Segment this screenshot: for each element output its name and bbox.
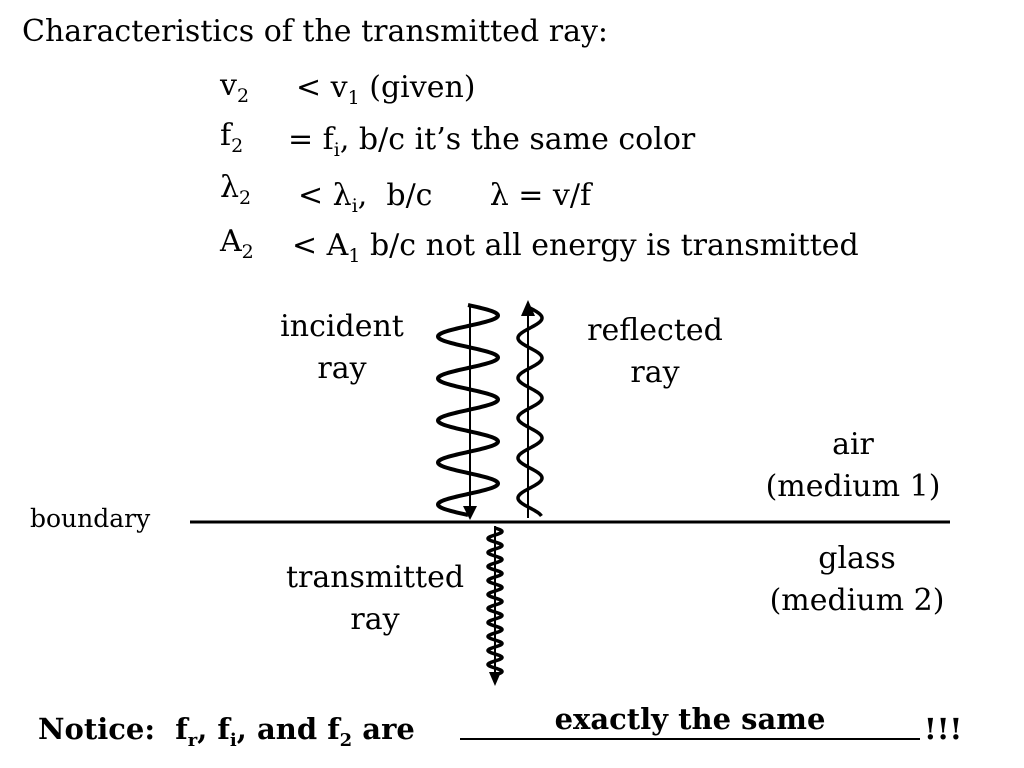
- reflected-arrowhead-icon: [521, 300, 535, 316]
- symbol-v2: v2: [220, 68, 250, 107]
- reflected-wave: [516, 306, 544, 517]
- relation-a2: < A1 b/c not all energy is transmitted: [292, 228, 859, 267]
- notice-text: Notice: fr, fi, and f2 are: [38, 712, 415, 751]
- transmitted-arrowhead-icon: [489, 672, 501, 686]
- transmitted-wave: [486, 526, 504, 678]
- relation-v2: < v1 (given): [296, 70, 476, 109]
- incident-arrowhead-icon: [463, 506, 477, 520]
- incident-wave: [435, 303, 501, 517]
- glass-medium-label: glass(medium 2): [769, 541, 945, 618]
- relation-lambda2: < λi, b/c λ = v/f: [298, 178, 592, 217]
- notice-exclamation: !!!: [924, 712, 963, 746]
- boundary-label: boundary: [30, 504, 151, 533]
- notice-blank-answer: exactly the same: [460, 702, 920, 740]
- symbol-lambda2: λ2: [220, 170, 252, 209]
- relation-f2: = fi, b/c it’s the same color: [288, 122, 696, 161]
- symbol-a2: A2: [220, 224, 254, 263]
- symbol-f2: f2: [220, 118, 244, 157]
- air-medium-label: air(medium 1): [765, 427, 941, 504]
- slide-title: Characteristics of the transmitted ray:: [22, 14, 609, 49]
